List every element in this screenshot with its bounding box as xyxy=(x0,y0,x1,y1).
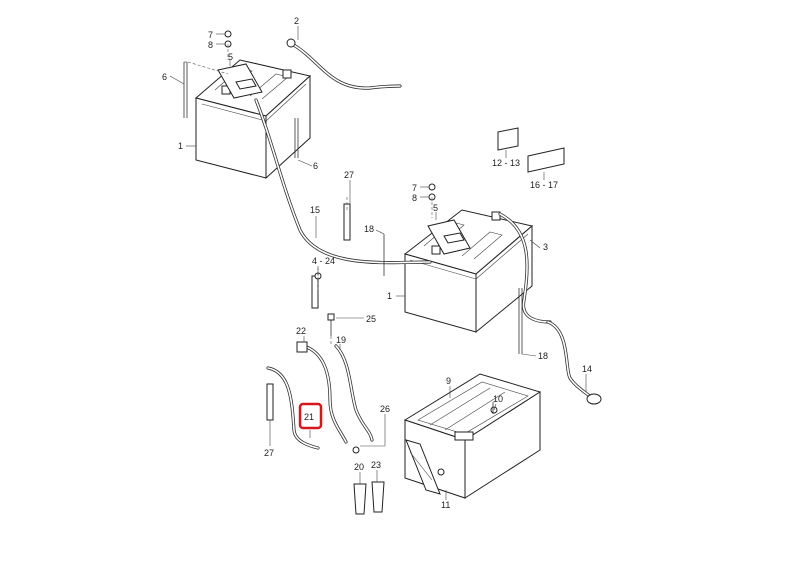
strap-6-right[interactable] xyxy=(294,118,299,158)
label-1-lower[interactable]: 1 xyxy=(387,291,392,301)
label-6-upper[interactable]: 6 xyxy=(162,72,167,82)
label-3[interactable]: 3 xyxy=(543,242,548,252)
label-5-lower[interactable]: 5 xyxy=(433,203,438,213)
boot-23[interactable] xyxy=(371,481,385,513)
leader-lines xyxy=(169,26,587,500)
label-25[interactable]: 25 xyxy=(366,314,376,324)
label-5-upper[interactable]: 5 xyxy=(228,52,233,62)
label-1-upper[interactable]: 1 xyxy=(178,141,183,151)
label-26[interactable]: 26 xyxy=(380,404,390,414)
screw-25[interactable] xyxy=(327,313,335,336)
label-21[interactable]: 21 xyxy=(304,412,314,422)
label-8-upper[interactable]: 8 xyxy=(208,40,213,50)
battery-lower[interactable] xyxy=(403,209,534,334)
cable-14[interactable] xyxy=(546,320,602,405)
label-16-17[interactable]: 16 - 17 xyxy=(530,180,558,190)
label-20[interactable]: 20 xyxy=(354,462,364,472)
label-11[interactable]: 11 xyxy=(441,500,450,510)
nut-7-upper[interactable] xyxy=(224,30,232,38)
label-18-lower[interactable]: 18 xyxy=(538,351,548,361)
label-27-lower[interactable]: 27 xyxy=(264,448,274,458)
label-4-24[interactable]: 4 - 24 xyxy=(312,256,335,266)
label-12-13[interactable]: 12 - 13 xyxy=(492,158,520,168)
boot-20[interactable] xyxy=(353,483,367,515)
hold-down-clamp-lower[interactable] xyxy=(427,219,471,255)
bolt-4-24[interactable] xyxy=(311,272,322,309)
cable-19[interactable] xyxy=(334,344,374,442)
label-22[interactable]: 22 xyxy=(296,326,306,336)
pad-12-13[interactable] xyxy=(497,127,519,151)
label-23[interactable]: 23 xyxy=(371,460,381,470)
strap-6-left[interactable] xyxy=(183,61,188,118)
cable-15[interactable] xyxy=(254,98,432,265)
nut-7-lower[interactable] xyxy=(428,183,436,191)
label-6-lower[interactable]: 6 xyxy=(313,161,318,171)
label-2[interactable]: 2 xyxy=(294,16,299,26)
cable-2[interactable] xyxy=(286,38,402,90)
label-9[interactable]: 9 xyxy=(446,376,451,386)
battery-tray[interactable] xyxy=(403,373,542,499)
hold-down-clamp-upper[interactable] xyxy=(217,63,263,99)
label-18-upper[interactable]: 18 xyxy=(364,224,374,234)
label-14[interactable]: 14 xyxy=(582,364,592,374)
tray-bracket[interactable] xyxy=(405,439,445,495)
label-27-upper[interactable]: 27 xyxy=(344,170,354,180)
label-10[interactable]: 10 xyxy=(493,394,503,404)
label-19[interactable]: 19 xyxy=(336,335,346,345)
rod-18-right[interactable] xyxy=(518,288,523,354)
bolt-27-lower[interactable] xyxy=(266,383,274,421)
label-8-lower[interactable]: 8 xyxy=(412,193,417,203)
label-7-lower[interactable]: 7 xyxy=(412,183,417,193)
cable-3[interactable] xyxy=(498,212,552,324)
part-labels: 2 7 8 5 6 1 6 12 - 13 16 - 17 27 7 8 5 1… xyxy=(162,16,592,510)
highlight-box-21 xyxy=(298,402,323,430)
label-7-upper[interactable]: 7 xyxy=(208,30,213,40)
pad-16-17[interactable] xyxy=(527,147,565,173)
clip-26[interactable] xyxy=(352,446,360,454)
cable-22[interactable] xyxy=(296,341,348,444)
cable-21[interactable] xyxy=(266,366,320,450)
label-15[interactable]: 15 xyxy=(310,205,320,215)
